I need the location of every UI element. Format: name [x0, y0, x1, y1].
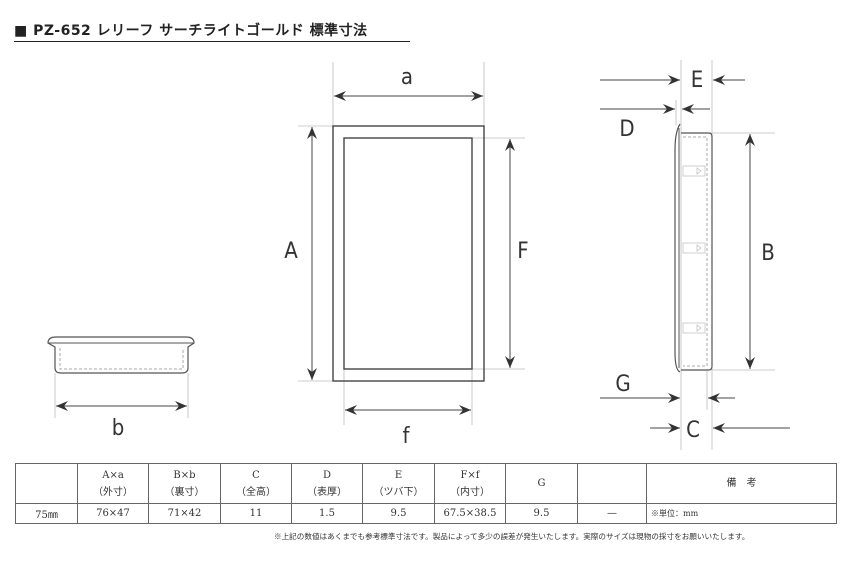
header-cell: E（ツバ下） [362, 463, 435, 504]
header-cell: D（表厚） [291, 463, 363, 504]
label-A: A [284, 239, 298, 264]
page-title: ■ PZ-652 レリーフ サーチライトゴールド 標準寸法 [14, 20, 410, 42]
label-B: B [761, 241, 775, 266]
cell-D: 1.5 [291, 503, 363, 524]
cell-Bb: 71×42 [148, 503, 221, 524]
header-cell [577, 463, 647, 504]
dimension-table: A×a（外寸） B×b（裏寸） C（全高） D（表厚） E（ツバ下） F×f（内… [15, 463, 837, 524]
header-cell: B×b（裏寸） [148, 463, 221, 504]
dimension-drawing: a A F f b B E D G C [47, 60, 790, 450]
cell-C: 11 [220, 503, 292, 524]
bottom-side-view [47, 336, 195, 374]
label-C: C [686, 418, 700, 443]
cell-remarks: ※単位：mm [646, 503, 837, 524]
label-E: E [691, 68, 704, 93]
label-F: F [517, 239, 528, 264]
label-a: a [401, 65, 413, 90]
header-cell: G [505, 463, 578, 504]
label-b: b [112, 416, 125, 441]
cell-G: 9.5 [505, 503, 578, 524]
table-header-row: A×a（外寸） B×b（裏寸） C（全高） D（表厚） E（ツバ下） F×f（内… [15, 463, 837, 504]
label-f: f [403, 424, 411, 449]
header-cell-remarks: 備 考 [646, 463, 837, 504]
cell-Aa: 76×47 [77, 503, 149, 524]
cell-Ff: 67.5×38.5 [434, 503, 506, 524]
header-cell [15, 463, 78, 504]
cell-E: 9.5 [362, 503, 435, 524]
cell-dash: — [577, 503, 647, 524]
table-row: 75㎜ 76×47 71×42 11 1.5 9.5 67.5×38.5 9.5… [15, 503, 837, 524]
label-G: G [615, 372, 630, 397]
footnote: ※上記の数値はあくまでも参考標準寸法です。製品によって多少の誤差が発生いたします… [274, 532, 750, 541]
right-side-view [674, 123, 713, 373]
header-cell: A×a（外寸） [77, 463, 149, 504]
label-D: D [619, 117, 634, 142]
cell-size: 75㎜ [15, 503, 78, 524]
front-view [332, 125, 485, 382]
extension-lines [54, 60, 775, 450]
header-cell: C（全高） [220, 463, 292, 504]
header-cell: F×f（内寸） [434, 463, 506, 504]
